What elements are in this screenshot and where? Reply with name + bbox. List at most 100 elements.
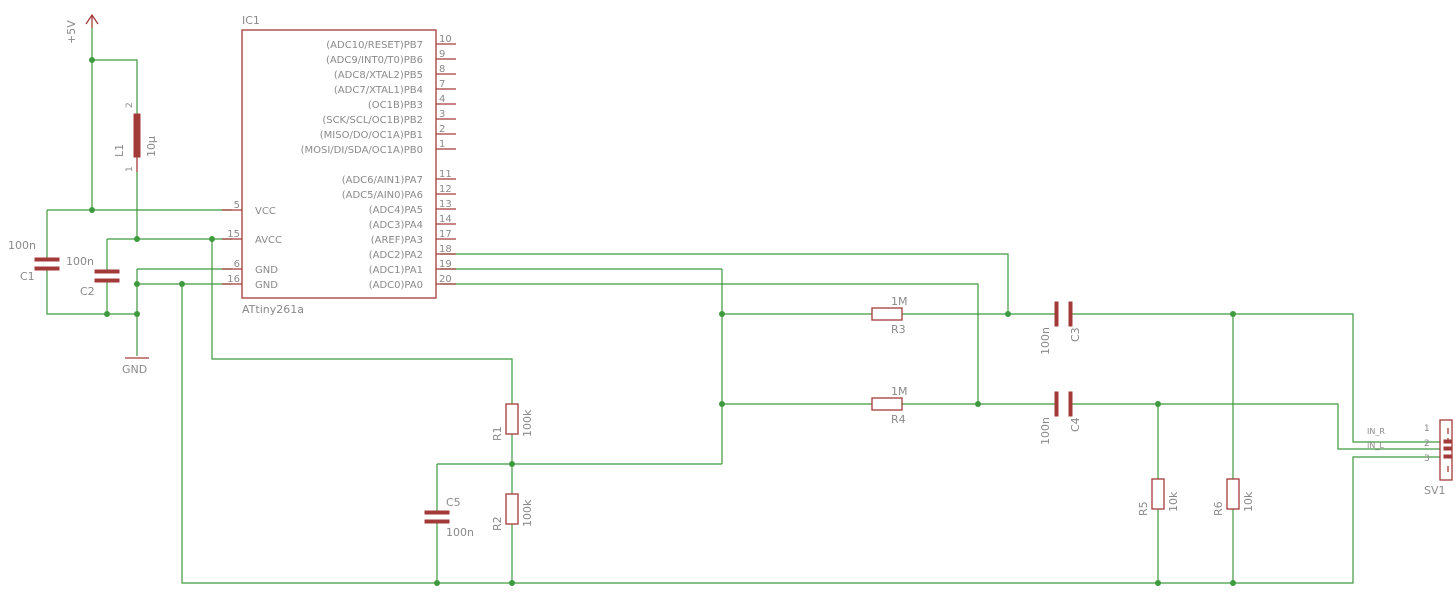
ic1-name: IC1 — [242, 14, 260, 27]
c1-name: C1 — [20, 270, 35, 283]
net-label-in-l: IN_L — [1367, 441, 1384, 450]
resistor-r4: 1M R4 — [871, 385, 908, 426]
capacitor-c2: 100n C2 — [66, 255, 120, 298]
wires — [46, 28, 1440, 584]
c3-value: 100n — [1039, 327, 1052, 355]
ic1-pin-label: (ADC3)PA4 — [369, 220, 423, 231]
ic1-body — [241, 29, 437, 299]
ic1-pin-number: 20 — [439, 274, 452, 285]
sv1-pin3-num: 3 — [1424, 454, 1430, 464]
ic1-pin-label: (ADC7/XTAL1)PB4 — [334, 85, 423, 96]
l1-body — [133, 113, 141, 158]
ic1-pin-number: 5 — [234, 200, 240, 211]
capacitor-c1: 100n C1 — [8, 239, 60, 283]
ic1-pin-number: 2 — [439, 124, 445, 135]
supply-symbol: +5V — [65, 13, 99, 44]
c2-value: 100n — [66, 255, 94, 268]
ic1-pin-label: AVCC — [255, 235, 282, 246]
r1-value: 100k — [521, 409, 534, 437]
c1-value: 100n — [8, 239, 36, 252]
resistor-r1: R1 100k — [491, 403, 534, 441]
ic1-pin-label: (ADC10/RESET)PB7 — [326, 40, 423, 51]
supply-label: +5V — [65, 20, 78, 44]
r2-name: R2 — [491, 516, 504, 531]
sv1-body — [1439, 419, 1453, 481]
capacitor-c3: 100n C3 — [1039, 301, 1082, 355]
r2-value: 100k — [521, 499, 534, 527]
resistor-r3: 1M R3 — [871, 295, 908, 336]
ic1-pin-label: (ADC1)PA1 — [369, 265, 423, 276]
resistor-r2: R2 100k — [491, 493, 534, 531]
connector-sv1: 1 2 3 IN_R IN_L SV1 — [1367, 419, 1453, 497]
ic1-pin-number: 7 — [439, 79, 445, 90]
ic1-pin-label: (ADC5/AIN0)PA6 — [342, 190, 423, 201]
ic1-pin-number: 15 — [227, 229, 240, 240]
ic1-pin-label: (ADC0)PA0 — [369, 280, 423, 291]
inductor-l1: 2 1 L1 10µ — [113, 102, 158, 172]
ic1-pin-number: 9 — [439, 49, 445, 60]
ic1-pin-label: (ADC4)PA5 — [369, 205, 423, 216]
ic1-pin-label: (OC1B)PB3 — [368, 100, 423, 111]
capacitor-c4: 100n C4 — [1039, 391, 1082, 445]
r1-name: R1 — [491, 426, 504, 441]
ic1-pin-number: 11 — [439, 169, 452, 180]
l1-pin-bottom: 1 — [125, 166, 135, 172]
ic1-pin-number: 3 — [439, 109, 445, 120]
sv1-pin2-num: 2 — [1424, 439, 1430, 449]
sv1-pin1-num: 1 — [1424, 424, 1430, 434]
ic1-pin-number: 17 — [439, 229, 452, 240]
ic1-pin-number: 18 — [439, 244, 452, 255]
ic1-pin-label: (SCK/SCL/OC1B)PB2 — [322, 115, 423, 126]
ic1-pin-number: 10 — [439, 34, 452, 45]
ic1-pin-label: GND — [255, 280, 278, 291]
ic1-pin-label: (MISO/DO/OC1A)PB1 — [320, 130, 423, 141]
ic1-pin-label: (ADC2)PA2 — [369, 250, 423, 261]
ic1-pin-number: 13 — [439, 199, 452, 210]
ic1-pin-number: 4 — [439, 94, 445, 105]
ic1-pin-number: 1 — [439, 139, 445, 150]
ic1-pin-number: 14 — [439, 214, 452, 225]
ic1: IC1 ATtiny261a (ADC10/RESET)PB7 10 (ADC9/I… — [222, 14, 456, 316]
r6-value: 10k — [1242, 491, 1255, 512]
c5-name: C5 — [446, 496, 461, 509]
net-label-in-r: IN_R — [1367, 427, 1385, 436]
c4-name: C4 — [1069, 417, 1082, 432]
resistor-r5: R5 10k — [1137, 478, 1180, 516]
ground-symbol: GND — [122, 357, 149, 376]
r3-name: R3 — [891, 323, 906, 336]
c2-name: C2 — [80, 285, 95, 298]
capacitor-c5: C5 100n — [424, 496, 474, 539]
junctions — [89, 57, 1236, 586]
ic1-pin-number: 8 — [439, 64, 445, 75]
r5-value: 10k — [1167, 491, 1180, 512]
ic1-pin-label: (MOSI/DI/SDA/OC1A)PB0 — [301, 145, 423, 156]
ic1-pin-number: 19 — [439, 259, 452, 270]
c3-name: C3 — [1069, 327, 1082, 342]
r5-name: R5 — [1137, 501, 1150, 516]
r4-name: R4 — [891, 413, 906, 426]
ic1-pin-number: 6 — [234, 259, 240, 270]
sv1-name: SV1 — [1424, 484, 1446, 497]
ic1-pin-label: (ADC8/XTAL2)PB5 — [334, 70, 423, 81]
r4-value: 1M — [891, 385, 908, 398]
ic1-pin-label: (ADC6/AIN1)PA7 — [342, 175, 423, 186]
ic1-pin-label: VCC — [255, 206, 276, 217]
ic1-right-pins: (ADC10/RESET)PB7 10 (ADC9/INT0/T0)PB6 9 (ADC… — [301, 34, 456, 291]
l1-name: L1 — [113, 144, 126, 157]
ground-label: GND — [122, 363, 147, 376]
c4-value: 100n — [1039, 417, 1052, 445]
ic1-pin-label: (ADC9/INT0/T0)PB6 — [326, 55, 423, 66]
l1-value: 10µ — [145, 136, 158, 157]
c5-value: 100n — [446, 526, 474, 539]
r6-name: R6 — [1212, 501, 1225, 516]
resistor-r6: R6 10k — [1212, 478, 1255, 516]
ic1-value: ATtiny261a — [242, 303, 304, 316]
l1-pin-top: 2 — [125, 102, 135, 108]
ic1-pin-number: 12 — [439, 184, 452, 195]
r3-value: 1M — [891, 295, 908, 308]
ic1-pin-number: 16 — [227, 274, 240, 285]
ic1-pin-label: (AREF)PA3 — [371, 235, 423, 246]
ic1-pin-label: GND — [255, 265, 278, 276]
